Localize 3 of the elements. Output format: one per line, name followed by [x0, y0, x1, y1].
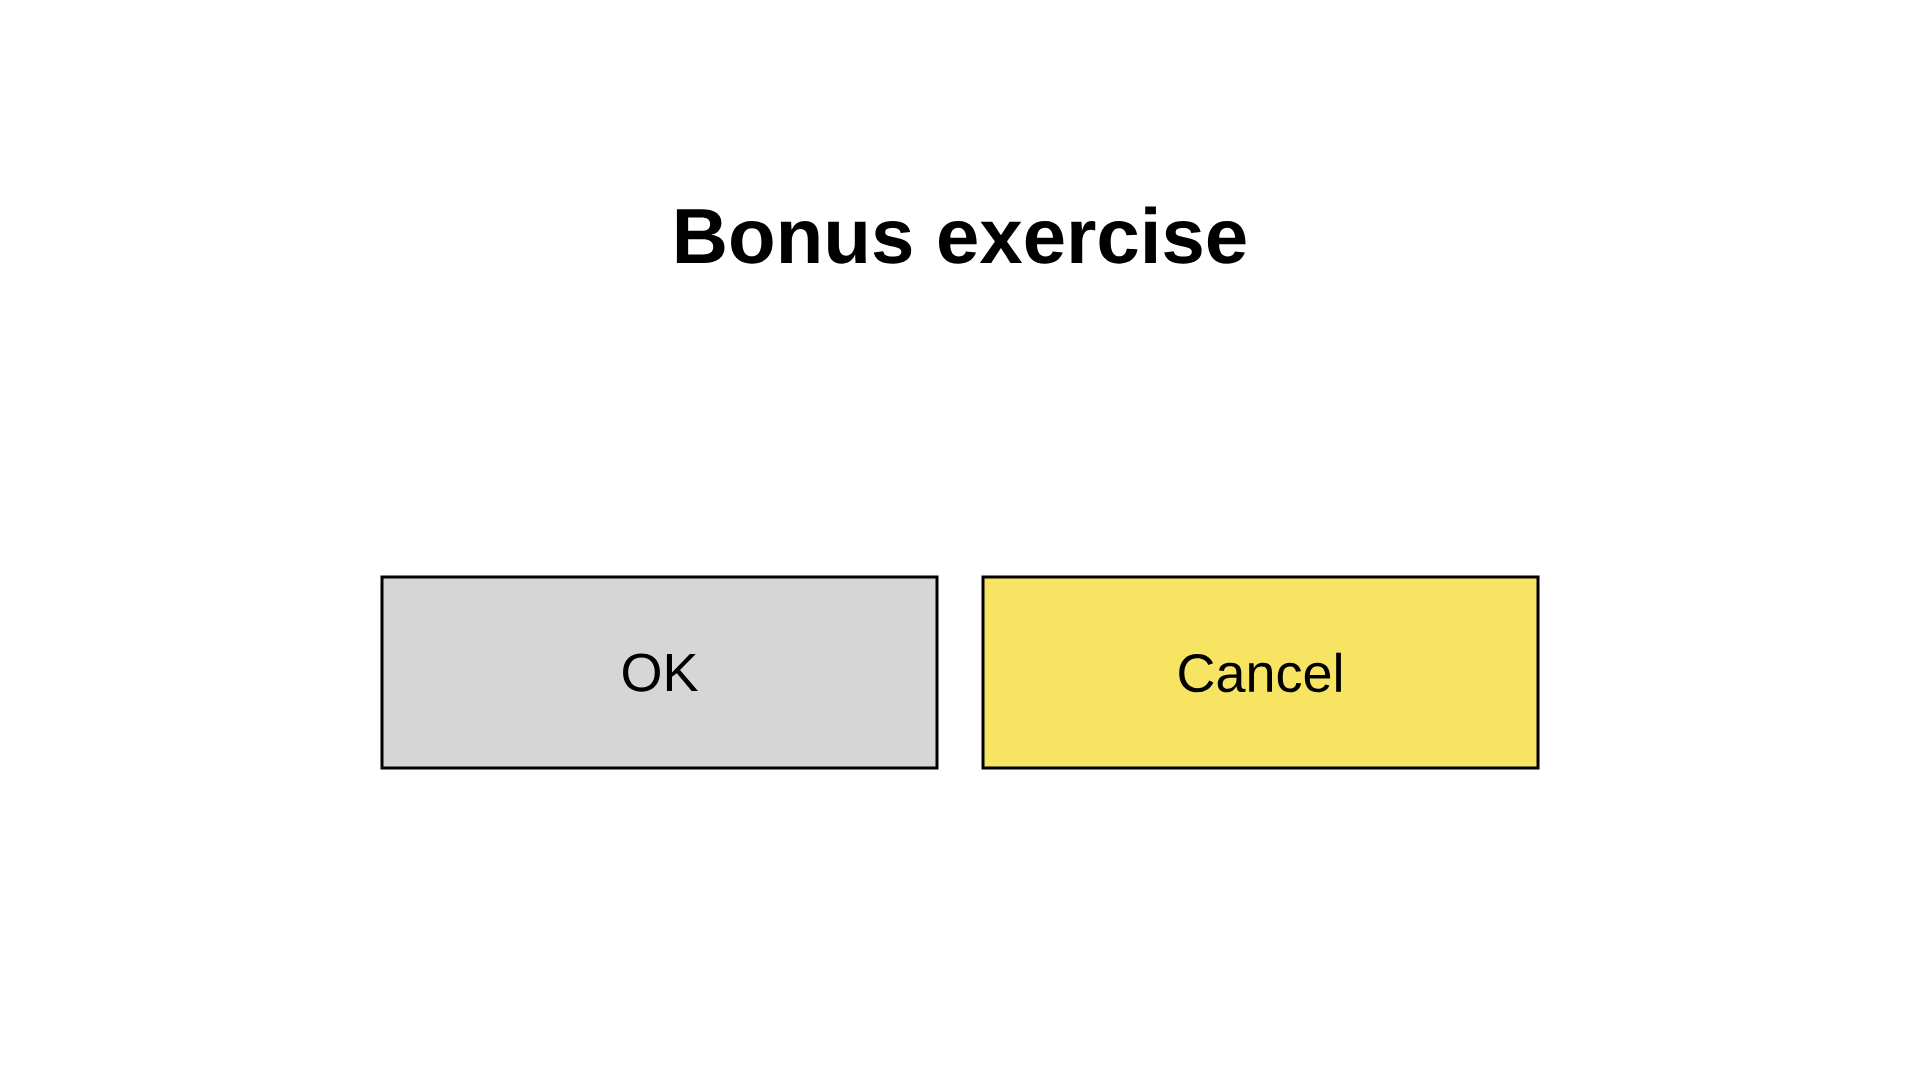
title: Bonus exercise: [676, 206, 1246, 264]
button: Cancel: [981, 575, 1540, 770]
button: OK: [380, 575, 939, 770]
